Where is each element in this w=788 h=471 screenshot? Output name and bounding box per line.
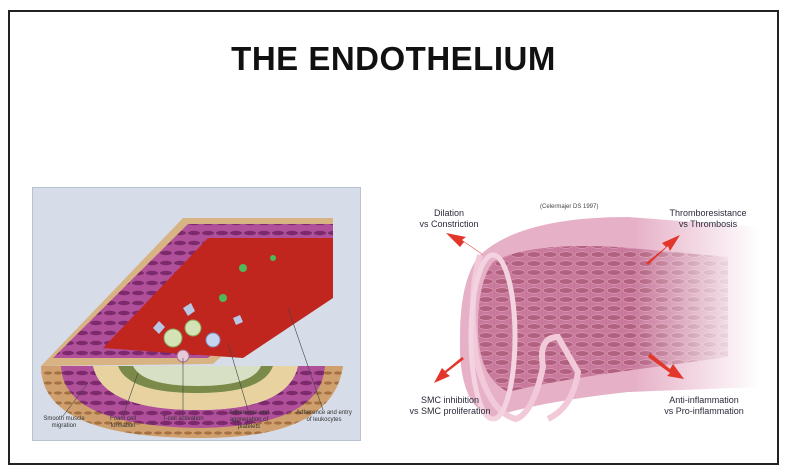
citation: (Celermajer DS 1997) [540,204,598,210]
label-thromboresistance-line2: vs Thrombosis [656,219,760,230]
artery-cross-section-illustration: Smooth muscle migration Foam cell format… [32,187,361,441]
slide-title: THE ENDOTHELIUM [10,40,777,78]
label-thromboresistance-line1: Thromboresistance [656,208,760,219]
label-foam-cell-formation: Foam cell formation [101,416,145,430]
label-smc-inhibition-line1: SMC inhibition [398,395,502,406]
label-smooth-muscle-migration: Smooth muscle migration [37,416,91,430]
label-platelet-aggregation: Adherence and aggregation of platelets [221,410,277,431]
label-dilation-line2: vs Constriction [404,219,494,230]
label-dilation: Dilation vs Constriction [404,208,494,230]
label-smc-inhibition: SMC inhibition vs SMC proliferation [398,395,502,417]
label-anti-inflammation-line2: vs Pro-inflammation [650,406,758,417]
artery-cross-section-image [33,188,360,440]
endothelium-functions-illustration: (Celermajer DS 1997) Dilation vs Constri… [398,187,760,442]
label-dilation-line1: Dilation [404,208,494,219]
label-thromboresistance: Thromboresistance vs Thrombosis [656,208,760,230]
label-leukocyte-entry: Adherence and entry of leukocytes [295,410,353,424]
label-anti-inflammation-line1: Anti-inflammation [650,395,758,406]
label-t-cell-activation: T-cell activation [161,416,205,423]
label-anti-inflammation: Anti-inflammation vs Pro-inflammation [650,395,758,417]
label-smc-inhibition-line2: vs SMC proliferation [398,406,502,417]
